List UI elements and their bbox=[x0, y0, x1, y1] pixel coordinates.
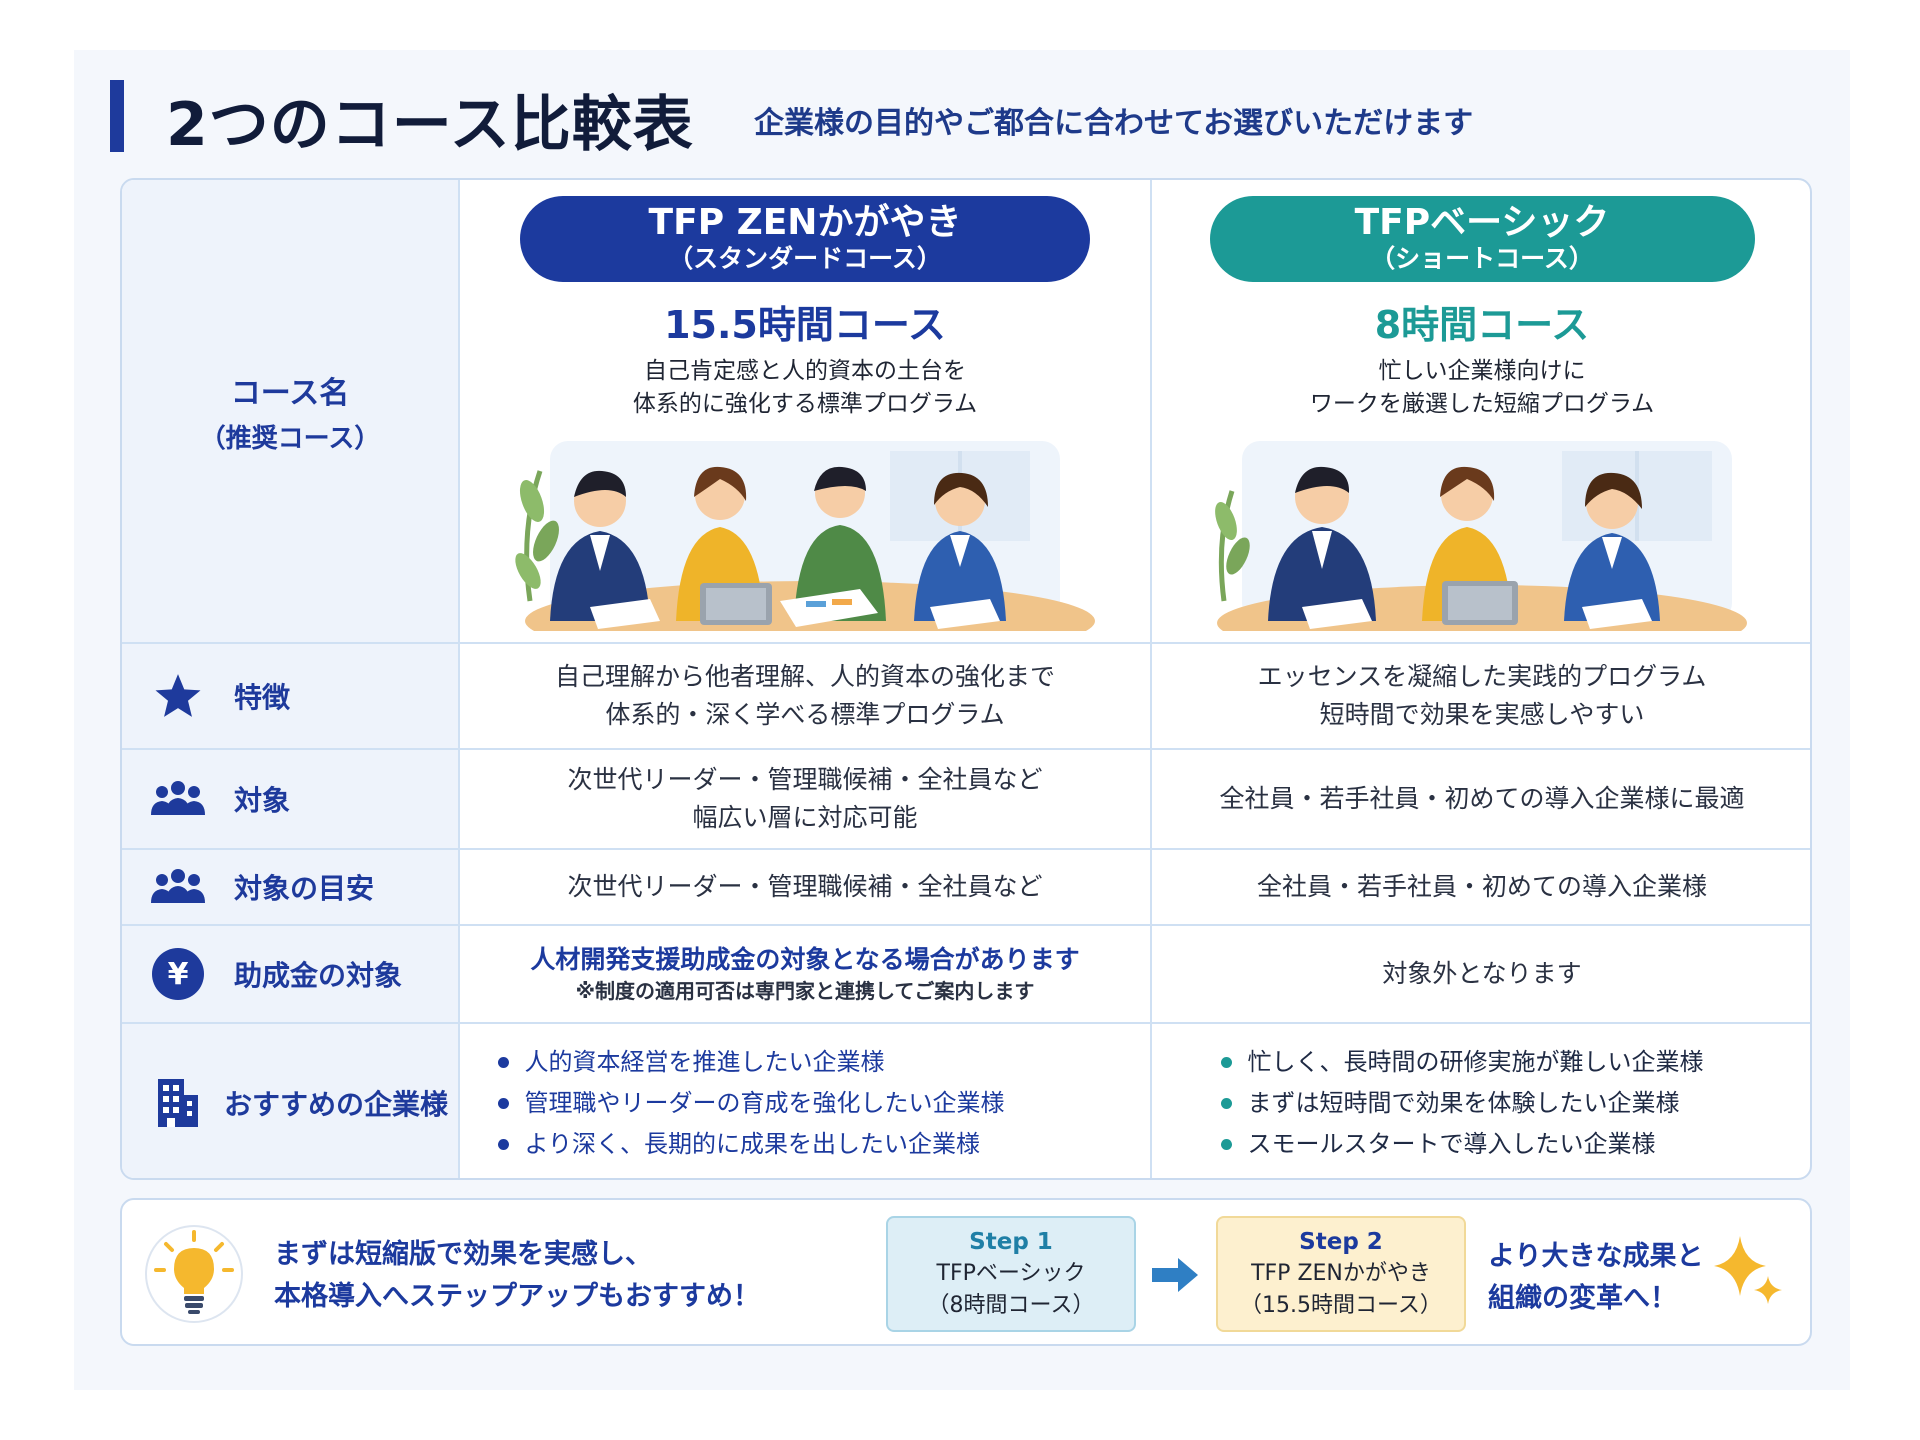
course-column-short: TFPベーシック （ショートコース） 8時間コース 忙しい企業様向けに ワークを… bbox=[1152, 180, 1810, 642]
course-desc-short: 忙しい企業様向けに ワークを厳選した短縮プログラム bbox=[1309, 358, 1655, 417]
step1-label: Step 1 bbox=[969, 1229, 1053, 1255]
subsidy-standard-main: 人材開発支援助成金の対象となる場合があります bbox=[530, 945, 1080, 974]
page-title: 2つのコース比較表 bbox=[166, 90, 694, 160]
course-hours-standard: 15.5時間コース bbox=[664, 303, 946, 347]
feature-label-cell: 特徴 bbox=[122, 644, 460, 748]
building-icon bbox=[150, 1075, 206, 1131]
target-short: 全社員・若手社員・初めての導入企業様に最適 bbox=[1219, 784, 1745, 813]
sparkle-icon bbox=[1714, 1236, 1782, 1304]
course-name-label-cell: コース名 （推奨コース） bbox=[122, 180, 460, 642]
yen-icon: ¥ bbox=[150, 946, 206, 1002]
feature-standard: 自己理解から他者理解、人的資本の強化まで 体系的・深く学べる標準プログラム bbox=[554, 662, 1055, 729]
target-guide-standard: 次世代リーダー・管理職候補・全社員など bbox=[567, 872, 1043, 901]
course-desc-standard: 自己肯定感と人的資本の土台を 体系的に強化する標準プログラム bbox=[632, 358, 978, 417]
feature-label: 特徴 bbox=[234, 681, 291, 714]
course-column-standard: TFP ZENかがやき （スタンダードコース） 15.5時間コース 自己肯定感と… bbox=[460, 180, 1152, 642]
recommended-standard-list: 人的資本経営を推進したい企業様 管理職やリーダーの育成を強化したい企業様 より深… bbox=[497, 1042, 1005, 1165]
feature-short: エッセンスを凝縮した実践的プログラム 短時間で効果を実感しやすい bbox=[1257, 662, 1707, 729]
course-sub-short: （ショートコース） bbox=[1370, 244, 1594, 273]
target-guide-label: 対象の目安 bbox=[234, 872, 375, 905]
step1-box: Step 1 TFPベーシック （8時間コース） bbox=[886, 1216, 1136, 1332]
target-label-cell: 対象 bbox=[122, 750, 460, 848]
recommended-label: おすすめの企業様 bbox=[224, 1088, 449, 1121]
people-icon bbox=[150, 859, 206, 915]
recommended-short-list: 忙しく、長時間の研修実施が難しい企業様 まずは短時間で効果を体験したい企業様 ス… bbox=[1220, 1042, 1704, 1165]
list-item: より深く、長期的に成果を出したい企業様 bbox=[497, 1124, 1005, 1165]
subsidy-standard-note: ※制度の適用可否は専門家と連携してご案内します bbox=[575, 979, 1035, 1003]
step1-course: TFPベーシック bbox=[936, 1261, 1086, 1286]
list-item: スモールスタートで導入したい企業様 bbox=[1220, 1124, 1704, 1165]
lightbulb-icon bbox=[145, 1225, 243, 1323]
course-pill-short: TFPベーシック （ショートコース） bbox=[1209, 196, 1755, 282]
target-label: 対象 bbox=[234, 784, 291, 817]
list-item: 忙しく、長時間の研修実施が難しい企業様 bbox=[1220, 1042, 1704, 1083]
title-accent-bar bbox=[110, 80, 124, 152]
star-icon bbox=[150, 668, 206, 724]
team-meeting-illustration-three bbox=[1215, 441, 1747, 631]
step2-course: TFP ZENかがやき bbox=[1251, 1261, 1431, 1286]
course-name-label: コース名 bbox=[230, 375, 350, 411]
target-guide-short: 全社員・若手社員・初めての導入企業様 bbox=[1256, 872, 1707, 901]
page-background: 2つのコース比較表 企業様の目的やご都合に合わせてお選びいただけます コース名 … bbox=[74, 50, 1850, 1390]
subsidy-label-cell: ¥ 助成金の対象 bbox=[122, 926, 460, 1022]
banner-conclusion: より大きな成果と 組織の変革へ！ bbox=[1488, 1241, 1704, 1314]
course-sub-standard: （スタンダードコース） bbox=[668, 244, 942, 273]
target-guide-label-cell: 対象の目安 bbox=[122, 850, 460, 924]
step1-hours: （8時間コース） bbox=[927, 1293, 1095, 1318]
subsidy-row: ¥ 助成金の対象 人材開発支援助成金の対象となる場合があります ※制度の適用可否… bbox=[122, 926, 1810, 1024]
subsidy-label: 助成金の対象 bbox=[234, 959, 403, 992]
course-header-row: コース名 （推奨コース） TFP ZENかがやき （スタンダードコース） 15.… bbox=[122, 180, 1810, 644]
course-pill-standard: TFP ZENかがやき （スタンダードコース） bbox=[520, 196, 1090, 282]
yen-symbol: ¥ bbox=[168, 957, 189, 992]
step-up-banner: まずは短縮版で効果を実感し、 本格導入へステップアップもおすすめ！ Step 1… bbox=[120, 1198, 1812, 1346]
subsidy-short: 対象外となります bbox=[1382, 959, 1582, 988]
course-name-standard: TFP ZENかがやき bbox=[648, 202, 962, 243]
recommended-row: おすすめの企業様 人的資本経営を推進したい企業様 管理職やリーダーの育成を強化し… bbox=[122, 1024, 1810, 1178]
course-name-short: TFPベーシック bbox=[1354, 202, 1610, 243]
step2-box: Step 2 TFP ZENかがやき （15.5時間コース） bbox=[1216, 1216, 1466, 1332]
arrow-right-icon bbox=[1152, 1258, 1198, 1292]
page-subtitle: 企業様の目的やご都合に合わせてお選びいただけます bbox=[754, 106, 1474, 141]
comparison-table: コース名 （推奨コース） TFP ZENかがやき （スタンダードコース） 15.… bbox=[120, 178, 1812, 1180]
list-item: 管理職やリーダーの育成を強化したい企業様 bbox=[497, 1083, 1005, 1124]
step2-label: Step 2 bbox=[1299, 1229, 1383, 1255]
step2-hours: （15.5時間コース） bbox=[1240, 1293, 1442, 1318]
feature-row: 特徴 自己理解から他者理解、人的資本の強化まで 体系的・深く学べる標準プログラム… bbox=[122, 644, 1810, 750]
banner-message: まずは短縮版で効果を実感し、 本格導入へステップアップもおすすめ！ bbox=[274, 1239, 760, 1312]
list-item: まずは短時間で効果を体験したい企業様 bbox=[1220, 1083, 1704, 1124]
target-guide-row: 対象の目安 次世代リーダー・管理職候補・全社員など 全社員・若手社員・初めての導… bbox=[122, 850, 1810, 926]
target-standard: 次世代リーダー・管理職候補・全社員など 幅広い層に対応可能 bbox=[567, 765, 1043, 832]
target-row: 対象 次世代リーダー・管理職候補・全社員など 幅広い層に対応可能 全社員・若手社… bbox=[122, 750, 1810, 850]
team-meeting-illustration-four bbox=[515, 441, 1095, 631]
people-icon bbox=[150, 771, 206, 827]
recommended-course-label: （推奨コース） bbox=[199, 423, 381, 454]
list-item: 人的資本経営を推進したい企業様 bbox=[497, 1042, 1005, 1083]
course-hours-short: 8時間コース bbox=[1374, 303, 1590, 347]
recommended-label-cell: おすすめの企業様 bbox=[122, 1024, 460, 1178]
